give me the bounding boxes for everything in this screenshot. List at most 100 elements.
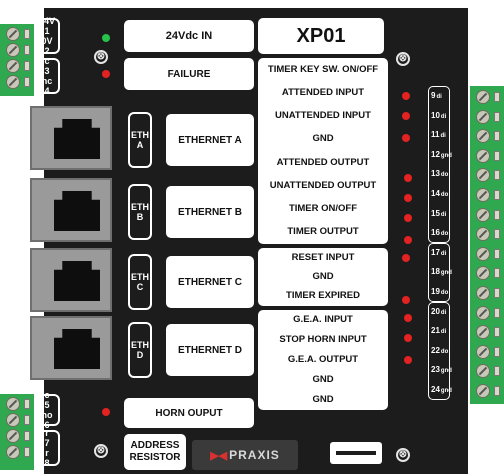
- failure-label: FAILURE: [124, 58, 254, 90]
- horn-led-icon: [102, 408, 110, 416]
- ethernet-port-3[interactable]: [30, 316, 112, 380]
- terminal-label: c: [44, 390, 50, 400]
- terminal-number: 2: [44, 46, 50, 56]
- terminal-type: di: [440, 211, 447, 218]
- terminal-screw-icon[interactable]: [476, 90, 490, 104]
- terminal-type: di: [440, 309, 447, 316]
- terminal-pin-icon: [494, 190, 500, 200]
- terminal-pin-icon: [494, 346, 500, 357]
- terminal-screw-icon[interactable]: [476, 168, 490, 183]
- terminal-number: 3: [44, 66, 50, 76]
- terminal-pin-icon: [24, 61, 30, 71]
- terminal-label: r: [45, 428, 49, 438]
- signal-group-timer: [258, 58, 388, 244]
- terminal-number-label: 13do: [431, 169, 451, 178]
- terminal-screw-icon[interactable]: [6, 75, 20, 89]
- ethernet-label: ETHERNET A: [166, 114, 254, 166]
- ethernet-port-2[interactable]: [30, 248, 112, 312]
- terminal-screw-icon[interactable]: [476, 344, 490, 359]
- terminal-type: gnd: [440, 368, 452, 375]
- terminal-screw-icon[interactable]: [476, 266, 490, 281]
- signal-label: ATTENDED OUTPUT: [276, 156, 370, 168]
- terminal-screw-icon[interactable]: [476, 129, 490, 144]
- status-led-icon: [404, 174, 412, 182]
- terminal-number-label: 12gnd: [431, 150, 452, 159]
- terminal-screw-icon[interactable]: [476, 246, 490, 261]
- terminal-pin-icon: [24, 415, 30, 425]
- signal-label: GND: [312, 374, 334, 385]
- ethernet-port-1[interactable]: [30, 178, 112, 242]
- mounting-screw-icon: ⊗: [396, 448, 410, 462]
- terminal-screw-icon[interactable]: [476, 109, 490, 124]
- terminal-pin-icon: [494, 209, 500, 220]
- signal-label: RESET INPUT: [291, 251, 355, 263]
- ethernet-tag-text: ETH: [131, 202, 149, 212]
- terminal-type: do: [440, 192, 449, 198]
- terminal-number-label: 19do: [431, 287, 451, 296]
- terminal-number-label: 15di: [431, 209, 451, 218]
- terminal-pin-icon: [494, 111, 500, 122]
- brand-logo: ▶◀ PRAXIS: [192, 440, 298, 470]
- signal-group-reset: [258, 248, 388, 306]
- terminal-screw-icon[interactable]: [476, 188, 490, 202]
- terminal-screw-icon[interactable]: [476, 364, 490, 379]
- terminal-screw-icon[interactable]: [6, 397, 20, 411]
- terminal-pin-icon: [24, 29, 30, 39]
- terminal-pin-icon: [494, 327, 500, 338]
- signal-label: GND: [312, 394, 334, 405]
- terminal-pin-icon: [494, 268, 500, 279]
- terminal-pin-icon: [494, 307, 500, 318]
- status-led-icon: [404, 314, 412, 322]
- terminal-number: 1: [44, 26, 50, 36]
- ethernet-label: ETHERNET D: [166, 324, 254, 376]
- terminal-number-label: 18gnd: [431, 267, 452, 276]
- status-led-icon: [402, 254, 410, 262]
- terminal-screw-icon[interactable]: [476, 325, 490, 340]
- terminal-screw-icon[interactable]: [476, 305, 490, 320]
- ethernet-tag-text: B: [136, 212, 144, 222]
- terminal-number: 9: [431, 91, 436, 100]
- terminal-number-label: 9di: [431, 91, 451, 100]
- terminal-type: di: [436, 94, 442, 100]
- rj45-socket-icon: [54, 119, 100, 159]
- terminal-screw-icon[interactable]: [476, 148, 490, 163]
- status-led-icon: [404, 194, 412, 202]
- terminal-type: di: [440, 329, 447, 336]
- failure-led-icon: [102, 70, 110, 78]
- terminal-type: di: [440, 113, 447, 120]
- terminal-screw-icon[interactable]: [476, 207, 490, 222]
- terminal-number: 21: [431, 326, 440, 336]
- terminal-screw-icon[interactable]: [6, 429, 20, 443]
- horn-terminal-tag: c 5 no 6: [34, 390, 60, 430]
- signal-label: TIMER EXPIRED: [286, 290, 360, 302]
- address-switch[interactable]: [330, 442, 382, 464]
- terminal-screw-icon[interactable]: [6, 413, 20, 427]
- terminal-number: 14: [431, 189, 440, 198]
- rj45-socket-icon: [54, 261, 100, 301]
- module-title: XP01: [258, 18, 384, 54]
- terminal-pin-icon: [24, 45, 30, 55]
- terminal-label: no: [41, 410, 53, 420]
- terminal-screw-icon[interactable]: [476, 286, 490, 300]
- ethernet-port-0[interactable]: [30, 106, 112, 170]
- terminal-number: 22: [431, 345, 440, 355]
- terminal-screw-icon[interactable]: [6, 27, 20, 41]
- address-label-line: RESISTOR: [129, 452, 181, 463]
- signal-label: UNATTENDED OUTPUT: [269, 179, 377, 191]
- terminal-screw-icon[interactable]: [6, 445, 20, 459]
- terminal-screw-icon[interactable]: [6, 59, 20, 73]
- terminal-pin-icon: [24, 431, 30, 441]
- terminal-screw-icon[interactable]: [476, 227, 490, 242]
- terminal-number: 7: [44, 438, 50, 448]
- status-led-icon: [404, 356, 412, 364]
- terminal-number-label: 10di: [431, 111, 451, 120]
- terminal-screw-icon[interactable]: [476, 384, 490, 398]
- terminal-pin-icon: [24, 399, 30, 409]
- terminal-screw-icon[interactable]: [6, 43, 20, 57]
- terminal-number: 8: [44, 458, 50, 468]
- terminal-pin-icon: [494, 288, 500, 298]
- terminal-label: r: [45, 448, 49, 458]
- ethernet-tag-text: ETH: [131, 272, 149, 282]
